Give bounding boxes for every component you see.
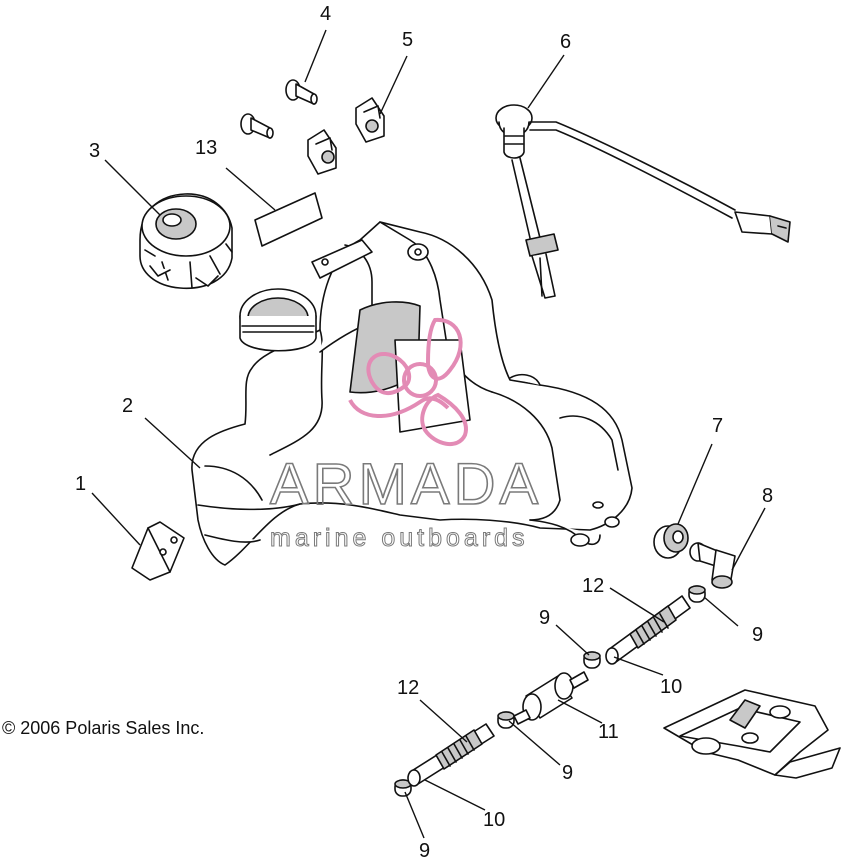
callout-12-lower: 12 xyxy=(397,677,419,699)
hose-clamp-bottom xyxy=(394,779,412,797)
callout-6: 6 xyxy=(560,31,571,53)
fuel-cap xyxy=(139,193,233,290)
bolt-lower xyxy=(240,113,274,139)
leader-lines xyxy=(91,29,766,839)
heat-shield-bracket xyxy=(663,689,841,779)
hose-clamp-middle-upper xyxy=(583,651,601,669)
callout-9-upper-right: 9 xyxy=(752,624,763,646)
fuel-level-sender xyxy=(495,104,791,299)
callout-9-middle-upper: 9 xyxy=(539,607,550,629)
grommet xyxy=(653,523,689,559)
callout-3: 3 xyxy=(89,140,100,162)
callout-8: 8 xyxy=(762,485,773,507)
callout-5: 5 xyxy=(402,29,413,51)
clip-nut-lower xyxy=(307,129,337,175)
watermark-tagline: marine outboards xyxy=(270,524,529,552)
clip-nut-upper xyxy=(355,97,385,143)
callout-2: 2 xyxy=(122,395,133,417)
fuel-hose-lower xyxy=(407,723,495,787)
fuel-hose-upper xyxy=(605,595,691,665)
decal-label xyxy=(254,192,323,247)
copyright-text: © 2006 Polaris Sales Inc. xyxy=(2,718,204,738)
callout-11: 11 xyxy=(598,721,619,743)
callout-9-bottom: 9 xyxy=(419,840,430,859)
hose-clamp-upper-right xyxy=(688,585,706,603)
callout-12-upper: 12 xyxy=(582,575,604,597)
callout-1: 1 xyxy=(75,473,86,495)
callout-9-middle-lower: 9 xyxy=(562,762,573,784)
callout-labels: 4 5 3 13 6 2 1 7 8 12 9 9 10 11 12 9 10 … xyxy=(75,3,773,859)
mounting-bracket xyxy=(131,521,185,581)
callout-4: 4 xyxy=(320,3,331,25)
hose-clamp-middle-lower xyxy=(497,711,515,729)
inline-fuel-filter xyxy=(513,671,589,725)
watermark: ARMADA marine outboards xyxy=(269,317,542,553)
callout-10-lower: 10 xyxy=(483,809,505,831)
elbow-fitting xyxy=(689,542,736,589)
bolt-upper xyxy=(285,79,318,105)
watermark-brand: ARMADA xyxy=(270,452,542,517)
callout-10-upper: 10 xyxy=(660,676,682,698)
callout-7: 7 xyxy=(712,415,723,437)
watermark-logo-icon xyxy=(348,317,468,446)
callout-13: 13 xyxy=(195,137,217,159)
